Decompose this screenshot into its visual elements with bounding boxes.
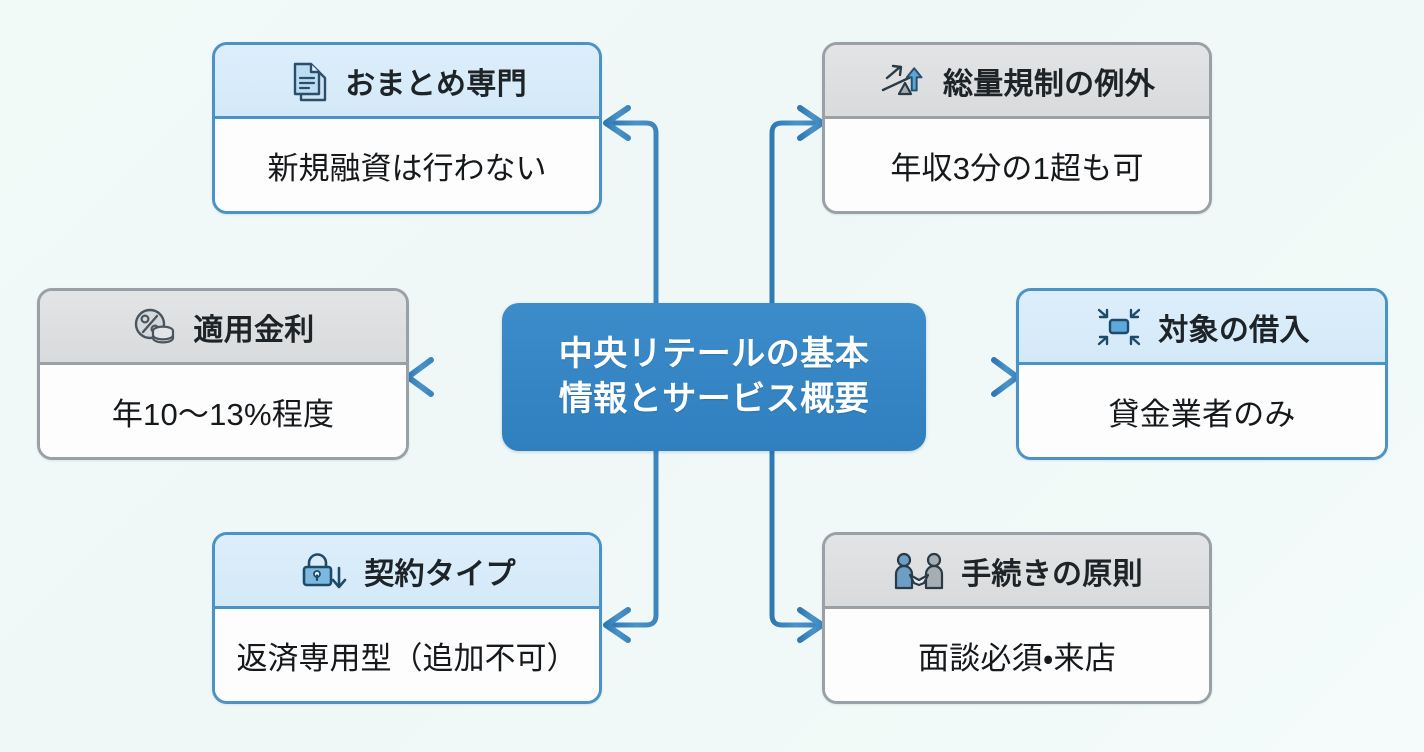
connector-arrowhead-keiyaku: [603, 607, 631, 643]
connector-arrowhead-omatome: [603, 105, 631, 141]
card-tetsuzuki-text: 面談必須・来店: [918, 640, 1116, 676]
card-soryo-text: 年収3分の1超も可: [890, 150, 1144, 186]
card-kinri-header: 適用金利: [40, 291, 406, 365]
card-soryo-header: 総量規制の例外: [825, 45, 1209, 119]
percent-coin-icon: [131, 305, 179, 349]
card-omatome-header: おまとめ専門: [215, 45, 599, 119]
card-tetsuzuki-body: 面談必須・来店: [825, 609, 1209, 701]
card-omatome-text: 新規融資は行わない: [267, 150, 547, 186]
document-icon: [287, 58, 331, 104]
card-keiyaku-text: 返済専用型（追加不可）: [236, 640, 578, 676]
card-keiyaku-header: 契約タイプ: [215, 535, 599, 609]
lever-up-arrow-icon: [879, 58, 929, 104]
card-taisho-title: 対象の借入: [1158, 313, 1310, 347]
central-topic-line-1: 中央リテールの基本: [558, 335, 870, 374]
card-soryo-body: 年収3分の1超も可: [825, 119, 1209, 211]
card-omatome[interactable]: おまとめ専門 新規融資は行わない: [212, 42, 602, 214]
card-taisho-text: 貸金業者のみ: [1108, 396, 1296, 432]
connector-center-to-keiyaku: [609, 448, 659, 628]
connector-arrowhead-taisho: [991, 357, 1020, 397]
connector-center-to-soryo: [769, 120, 819, 306]
card-omatome-body: 新規融資は行わない: [215, 119, 599, 211]
card-kinri-text: 年10〜13%程度: [111, 396, 335, 432]
connector-center-to-tetsuzuki: [769, 448, 819, 628]
handshake-icon: [891, 548, 947, 594]
card-tetsuzuki[interactable]: 手続きの原則 面談必須・来店: [822, 532, 1212, 704]
lock-down-arrow-icon: [298, 548, 350, 594]
card-taisho[interactable]: 対象の借入 貸金業者のみ: [1016, 288, 1388, 460]
card-kinri-title: 適用金利: [193, 313, 315, 347]
card-taisho-body: 貸金業者のみ: [1019, 365, 1385, 457]
card-tetsuzuki-title: 手続きの原則: [961, 557, 1143, 591]
card-taisho-header: 対象の借入: [1019, 291, 1385, 365]
card-soryo-title: 総量規制の例外: [942, 67, 1156, 101]
connector-arrowhead-tetsuzuki: [797, 607, 825, 643]
central-topic-line-2: 情報とサービス概要: [558, 380, 870, 418]
card-keiyaku[interactable]: 契約タイプ 返済専用型（追加不可）: [212, 532, 602, 704]
card-kinri[interactable]: 適用金利 年10〜13%程度: [37, 288, 409, 460]
consolidate-arrows-icon: [1094, 304, 1144, 350]
card-tetsuzuki-header: 手続きの原則: [825, 535, 1209, 609]
card-omatome-title: おまとめ専門: [345, 67, 527, 101]
central-topic-node[interactable]: 中央リテールの基本 情報とサービス概要: [502, 303, 926, 451]
card-keiyaku-body: 返済専用型（追加不可）: [215, 609, 599, 701]
connector-center-to-omatome: [609, 120, 659, 306]
card-keiyaku-title: 契約タイプ: [364, 557, 516, 591]
card-soryo[interactable]: 総量規制の例外 年収3分の1超も可: [822, 42, 1212, 214]
connector-arrowhead-kinri: [405, 357, 434, 397]
connector-arrowhead-soryo: [797, 105, 825, 141]
card-kinri-body: 年10〜13%程度: [40, 365, 406, 457]
